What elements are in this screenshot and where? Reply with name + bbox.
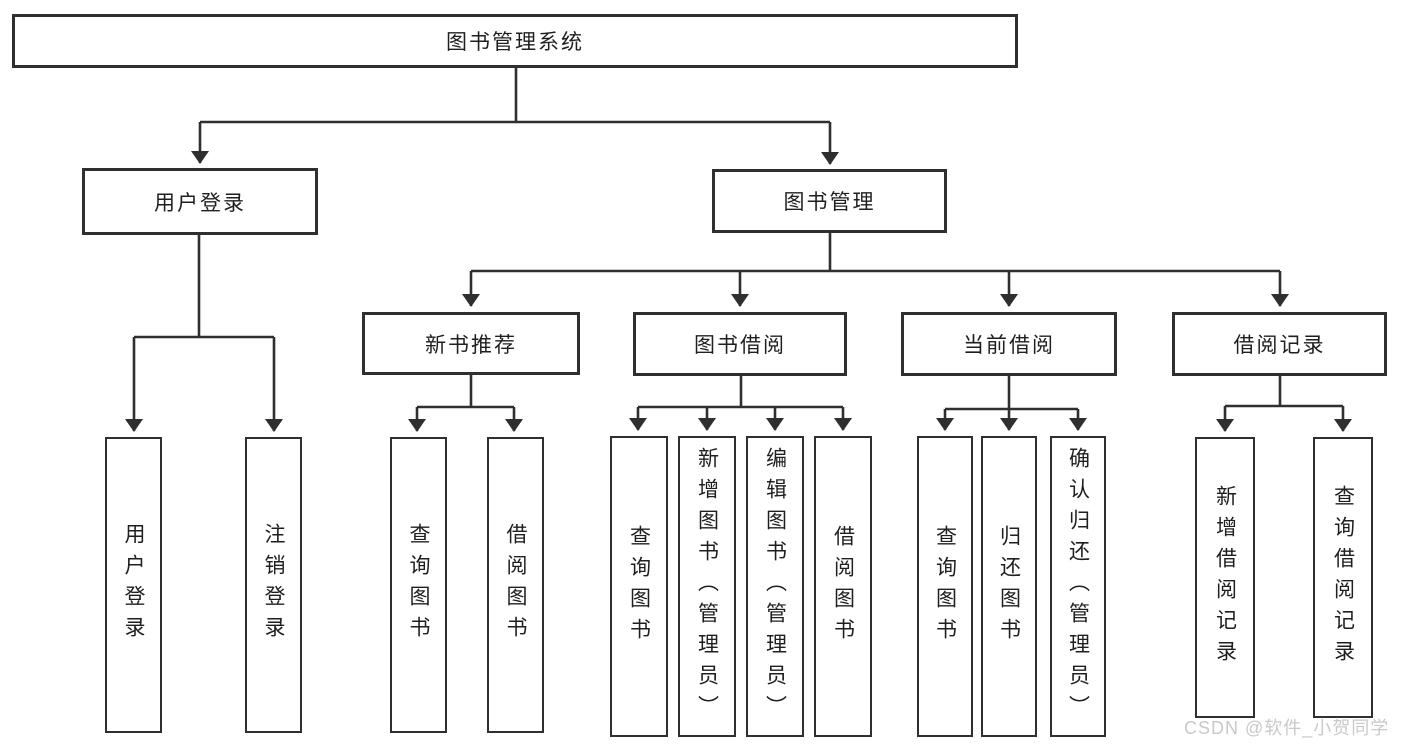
node-label: 借阅图书	[504, 523, 527, 647]
leaf-query-books-current: 查询图书	[917, 436, 973, 737]
leaf-query-books-recommend: 查询图书	[390, 437, 447, 733]
node-label: 当前借阅	[963, 334, 1055, 357]
leaf-borrow-books-recommend: 借阅图书	[487, 437, 544, 733]
node-label: 归还图书	[997, 524, 1021, 649]
leaf-edit-book-admin: 编辑图书（管理员）	[746, 436, 804, 737]
node-label: 查询图书	[407, 523, 430, 647]
node-label: 借阅图书	[831, 524, 855, 649]
node-label: 新增图书（管理员）	[695, 447, 719, 726]
leaf-user-login: 用户登录	[105, 437, 162, 733]
node-label: 确认归还（管理员）	[1066, 447, 1090, 726]
node-library-management-system: 图书管理系统	[12, 14, 1018, 68]
leaf-add-borrow-record: 新增借阅记录	[1195, 437, 1255, 718]
node-label: 用户登录	[122, 523, 145, 647]
node-user-login: 用户登录	[82, 168, 318, 235]
node-borrow-records: 借阅记录	[1172, 312, 1387, 376]
node-current-borrow: 当前借阅	[901, 312, 1117, 376]
leaf-query-borrow-record: 查询借阅记录	[1313, 437, 1373, 718]
node-label: 图书借阅	[694, 334, 786, 357]
leaf-logout: 注销登录	[245, 437, 302, 733]
leaf-borrow-books: 借阅图书	[814, 436, 872, 737]
leaf-confirm-return-admin: 确认归还（管理员）	[1050, 436, 1106, 737]
node-book-management: 图书管理	[712, 169, 947, 233]
node-book-borrow: 图书借阅	[633, 312, 847, 376]
node-label: 查询借阅记录	[1331, 484, 1355, 671]
node-new-book-recommend: 新书推荐	[362, 312, 580, 375]
leaf-add-book-admin: 新增图书（管理员）	[678, 436, 736, 737]
node-label: 新书推荐	[425, 333, 517, 357]
leaf-query-books-borrow: 查询图书	[610, 436, 668, 737]
node-label: 注销登录	[262, 523, 285, 647]
node-label: 查询图书	[627, 524, 651, 649]
node-label: 借阅记录	[1233, 334, 1326, 357]
node-label: 编辑图书（管理员）	[763, 447, 787, 726]
node-label: 图书管理系统	[446, 31, 584, 54]
node-label: 新增借阅记录	[1213, 484, 1237, 671]
node-label: 用户登录	[154, 191, 246, 215]
leaf-return-books: 归还图书	[981, 436, 1037, 737]
csdn-watermark: CSDN @软件_小贺同学	[1184, 718, 1390, 738]
node-label: 查询图书	[933, 524, 957, 649]
node-label: 图书管理	[783, 191, 876, 214]
